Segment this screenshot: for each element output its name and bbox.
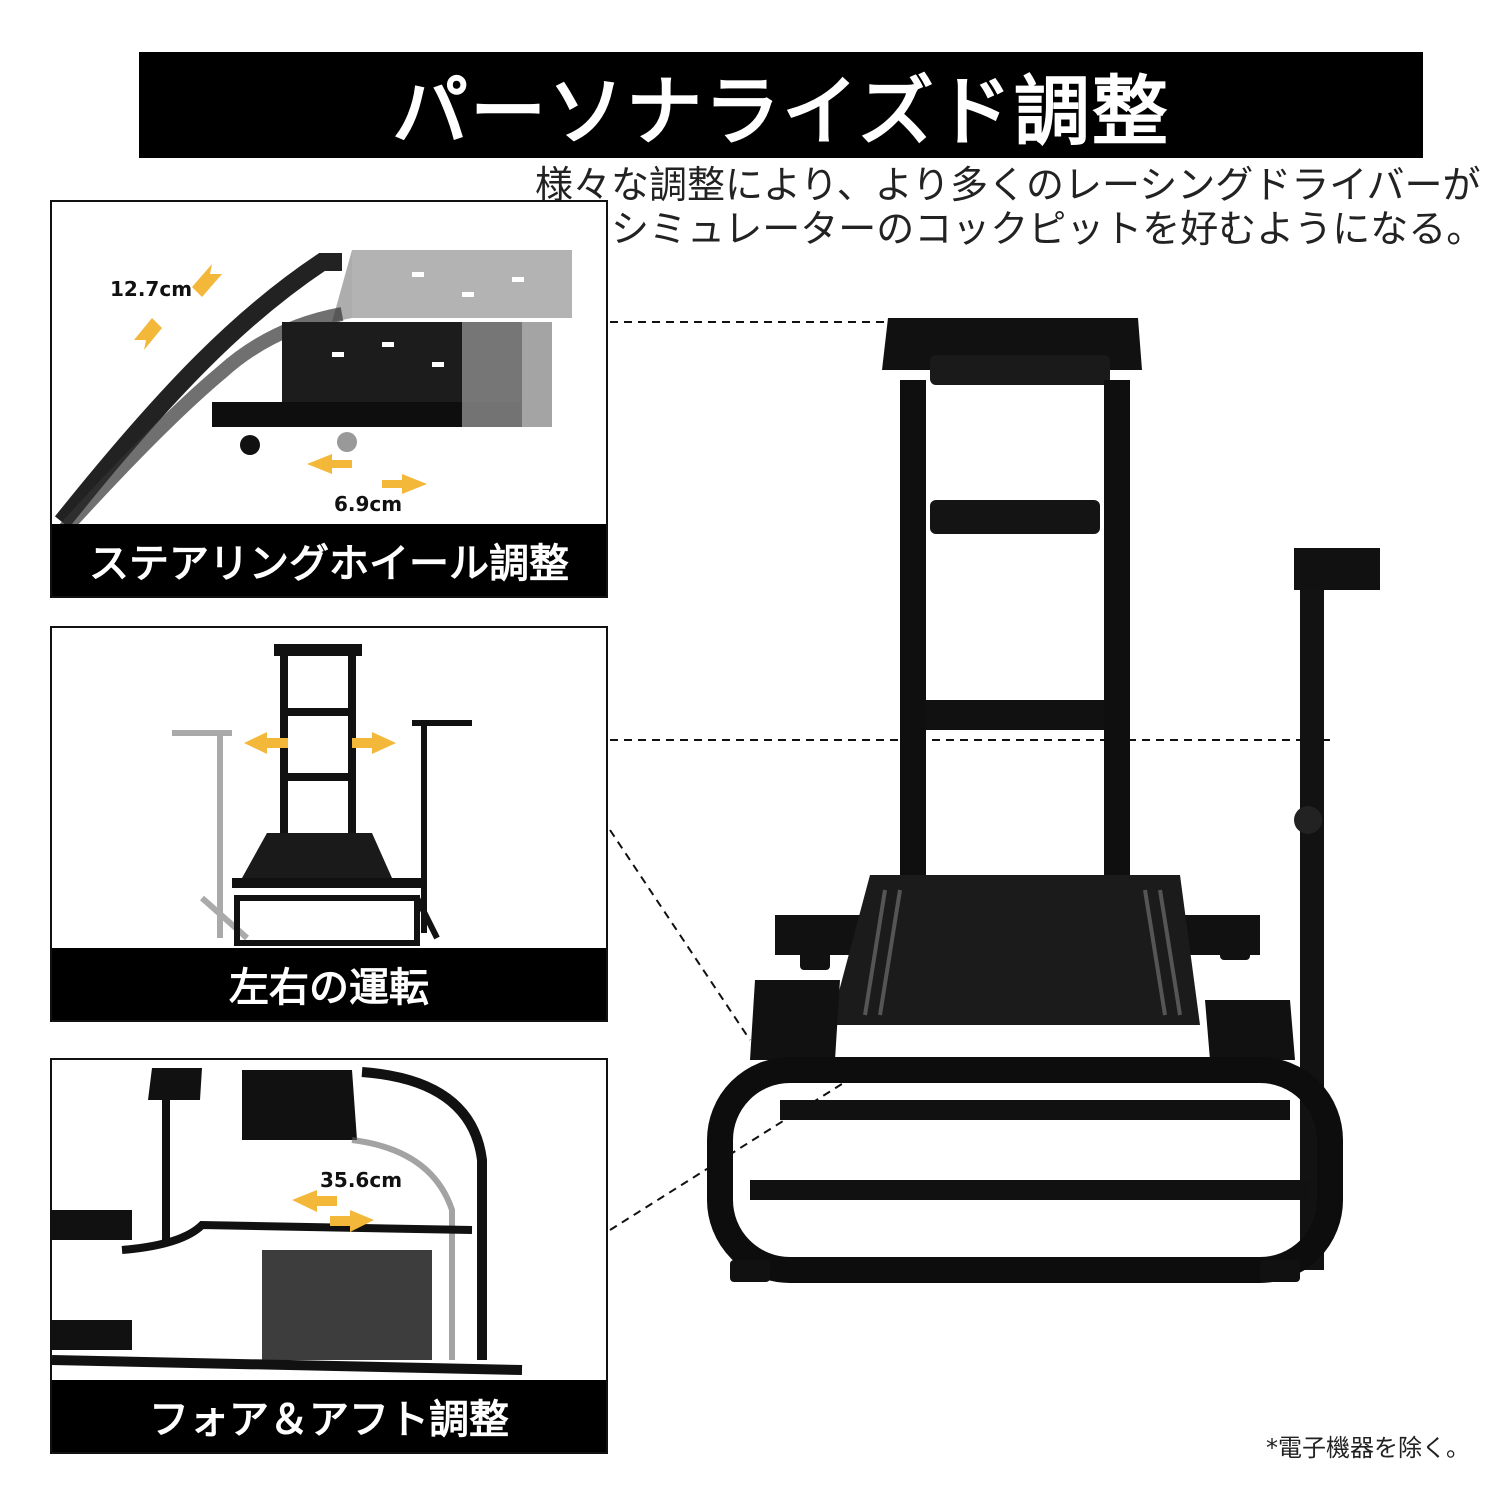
steering-mount-illustration: [54, 250, 572, 537]
left-right-illustration: [172, 644, 472, 946]
caption-text: フォア＆アフト調整: [149, 1397, 509, 1443]
footnote: *電子機器を除く。: [1266, 1434, 1470, 1462]
subtitle-line-1: 様々な調整により、より多くのレーシングドライバーが: [535, 163, 1481, 207]
title-banner: パーソナライズド調整: [139, 52, 1423, 158]
dim-fore-aft-label: 35.6cm: [320, 1168, 403, 1192]
arrow-up: [192, 264, 222, 297]
dim-horizontal-label: 6.9cm: [334, 492, 403, 516]
caption-text: ステアリングホイール調整: [89, 541, 569, 587]
fore-aft-illustration: [52, 1067, 523, 1375]
dim-vertical-label: 12.7cm: [110, 277, 193, 301]
subtitle-line-2: このシミュレーターのコックピットを好むようになる。: [535, 207, 1485, 251]
panel-caption-left-right: 左右の運転: [52, 948, 606, 1020]
panel-caption-fore-aft: フォア＆アフト調整: [52, 1380, 606, 1452]
panel-fore-aft: 35.6cm フォア＆アフト調整: [50, 1058, 608, 1454]
panel-steering-adjust: 12.7cm 6.9cm ステアリングホイール調整: [50, 200, 608, 598]
panel-caption-steering: ステアリングホイール調整: [52, 524, 606, 596]
subtitle: 様々な調整により、より多くのレーシングドライバーが このシミュレーターのコックピ…: [535, 163, 1485, 251]
caption-text: 左右の運転: [229, 965, 429, 1011]
panel-left-right: 左右の運転: [50, 626, 608, 1022]
page-title: パーソナライズド調整: [392, 67, 1170, 156]
main-cockpit-illustration: [707, 318, 1380, 1283]
